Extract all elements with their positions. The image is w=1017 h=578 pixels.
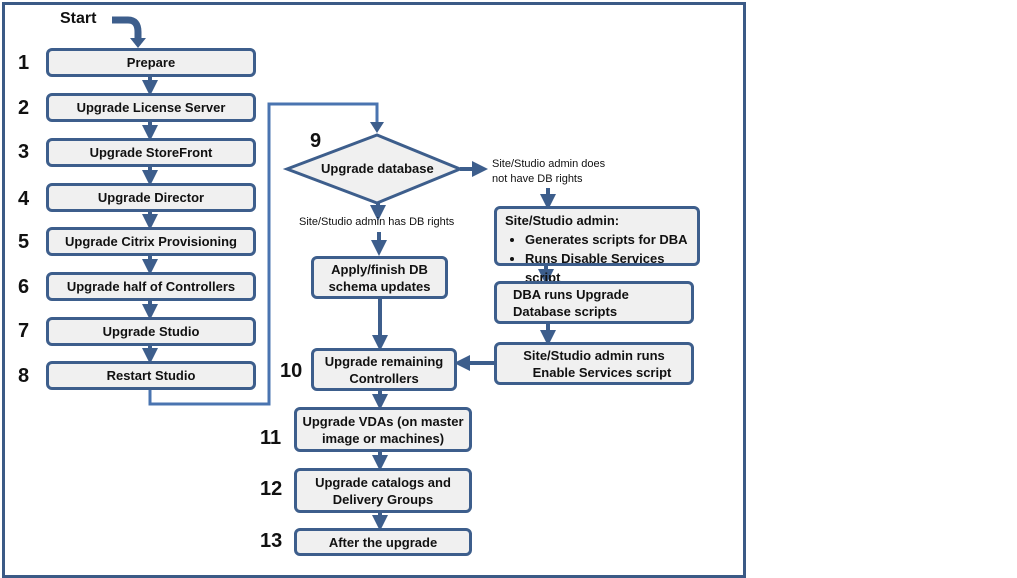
step-number: 7 bbox=[18, 320, 30, 342]
step-box-storefront: Upgrade StoreFront bbox=[46, 138, 256, 167]
step-number: 10 bbox=[280, 360, 303, 382]
step-number: 4 bbox=[18, 188, 30, 210]
start-arrow-head bbox=[130, 38, 146, 48]
admin-generates-scripts-box: Site/Studio admin: Generates scripts for… bbox=[494, 206, 700, 285]
step-number: 3 bbox=[18, 141, 30, 163]
list-item: Generates scripts for DBA bbox=[525, 230, 689, 249]
step-box-after-upgrade: After the upgrade bbox=[294, 528, 472, 556]
step-box-studio: Upgrade Studio bbox=[46, 317, 256, 346]
step-number: 8 bbox=[18, 365, 30, 387]
step-number: 9 bbox=[310, 130, 322, 152]
step-box-director: Upgrade Director bbox=[46, 183, 256, 212]
step-number: 5 bbox=[18, 231, 30, 253]
step-number: 6 bbox=[18, 276, 30, 298]
start-label: Start bbox=[60, 10, 97, 27]
step-number: 2 bbox=[18, 97, 30, 119]
start-arrow bbox=[112, 16, 142, 40]
step-box-license-server: Upgrade License Server bbox=[46, 93, 256, 122]
branch-has-rights-label: Site/Studio admin has DB rights bbox=[299, 216, 455, 228]
step-number: 13 bbox=[260, 530, 283, 552]
connector-8-9 bbox=[148, 102, 379, 406]
step-box-half-controllers: Upgrade half of Controllers bbox=[46, 272, 256, 301]
step-box-provisioning: Upgrade Citrix Provisioning bbox=[46, 227, 256, 256]
step-number: 12 bbox=[260, 478, 283, 500]
step-number: 11 bbox=[260, 427, 282, 449]
step-box-restart-studio: Restart Studio bbox=[46, 361, 256, 390]
step-number: 1 bbox=[18, 52, 30, 74]
branch-no-rights-label: Site/Studio admin does not have DB right… bbox=[492, 158, 606, 185]
decision-label: Upgrade database bbox=[321, 161, 434, 176]
connector-8-9-head bbox=[370, 122, 384, 133]
step-box-prepare: Prepare bbox=[46, 48, 256, 77]
admin-box-title: Site/Studio admin: bbox=[505, 213, 620, 228]
diagram-frame bbox=[2, 2, 746, 578]
